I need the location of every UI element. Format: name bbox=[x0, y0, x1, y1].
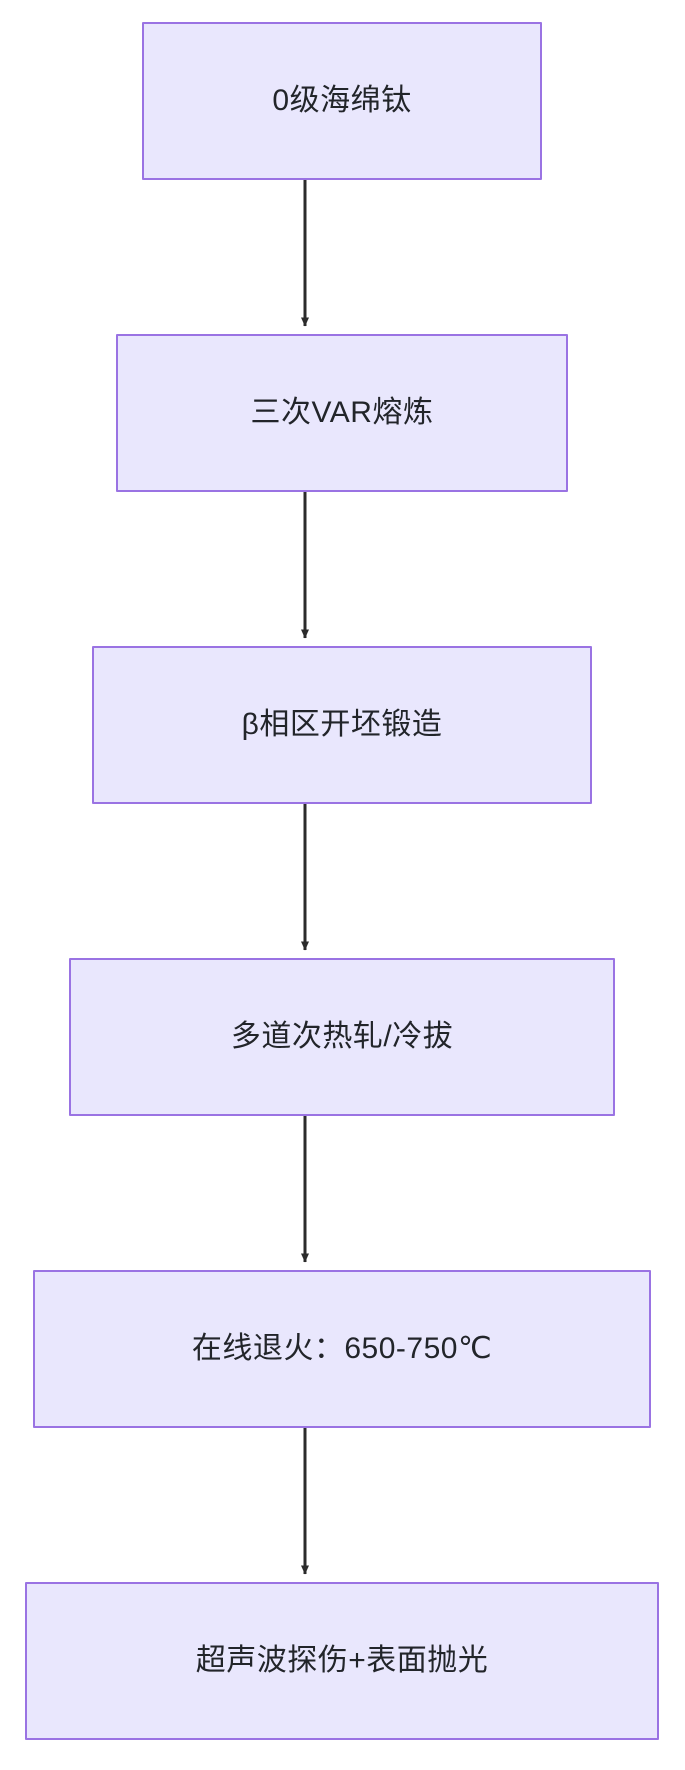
flow-node-label: 多道次热轧/冷拔 bbox=[230, 1020, 454, 1054]
flow-node-rolling-drawing[interactable]: 多道次热轧/冷拔 bbox=[69, 958, 615, 1116]
flow-node-online-annealing[interactable]: 在线退火：650-750℃ bbox=[33, 1270, 651, 1428]
flow-node-label: 超声波探伤+表面抛光 bbox=[195, 1644, 489, 1678]
flow-node-label: 三次VAR熔炼 bbox=[250, 396, 434, 430]
flow-node-sponge-titanium[interactable]: 0级海绵钛 bbox=[142, 22, 542, 180]
flow-node-ultrasonic-polishing[interactable]: 超声波探伤+表面抛光 bbox=[25, 1582, 659, 1740]
flow-node-label: 在线退火：650-750℃ bbox=[191, 1332, 493, 1366]
flow-node-var-melting[interactable]: 三次VAR熔炼 bbox=[116, 334, 568, 492]
flow-node-beta-forging[interactable]: β相区开坯锻造 bbox=[92, 646, 592, 804]
flow-node-label: β相区开坯锻造 bbox=[241, 708, 443, 742]
flow-node-label: 0级海绵钛 bbox=[272, 84, 412, 118]
